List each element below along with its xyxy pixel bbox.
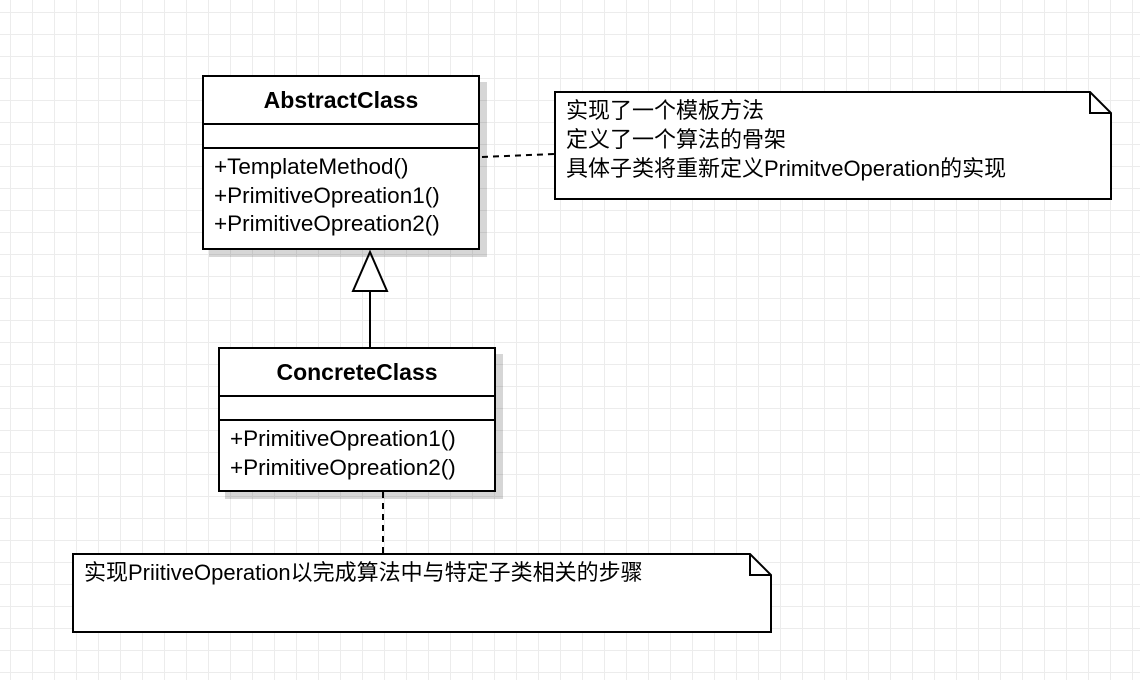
operation: +PrimitiveOpreation1(): [214, 182, 440, 208]
operation: +PrimitiveOpreation2(): [214, 211, 440, 236]
attributes-compartment: [204, 125, 478, 149]
class-name: AbstractClass: [204, 77, 478, 125]
operations-compartment: +PrimitiveOpreation1() +PrimitiveOpreati…: [220, 421, 494, 482]
note-shape: [554, 91, 1112, 200]
operation: +PrimitiveOpreation1(): [230, 426, 456, 451]
generalization-arrowhead: [351, 249, 389, 292]
note-line: 实现PriitiveOperation以完成算法中与特定子类相关的步骤: [84, 560, 643, 585]
note-line: 实现了一个模板方法: [566, 98, 765, 123]
note-abstract-class[interactable]: 实现了一个模板方法 定义了一个算法的骨架 具体子类将重新定义PrimitveOp…: [554, 91, 1112, 200]
note-text: 实现PriitiveOperation以完成算法中与特定子类相关的步骤: [84, 558, 764, 587]
abstract-class-box[interactable]: AbstractClass +TemplateMethod() +Primiti…: [202, 75, 480, 250]
note-text: 实现了一个模板方法 定义了一个算法的骨架 具体子类将重新定义PrimitveOp…: [566, 96, 1104, 183]
note-line: 定义了一个算法的骨架: [566, 127, 787, 152]
note-concrete-class[interactable]: 实现PriitiveOperation以完成算法中与特定子类相关的步骤: [72, 553, 772, 633]
operation: +PrimitiveOpreation2(): [230, 454, 456, 480]
concrete-class-box[interactable]: ConcreteClass +PrimitiveOpreation1() +Pr…: [218, 347, 496, 492]
class-name: ConcreteClass: [220, 349, 494, 397]
attributes-compartment: [220, 397, 494, 421]
note-line: 具体子类将重新定义PrimitveOperation的实现: [566, 156, 1007, 181]
note-shape: [72, 553, 772, 633]
operations-compartment: +TemplateMethod() +PrimitiveOpreation1()…: [204, 149, 478, 239]
note-anchor-abstract: [481, 153, 555, 158]
operation: +TemplateMethod(): [214, 154, 409, 179]
